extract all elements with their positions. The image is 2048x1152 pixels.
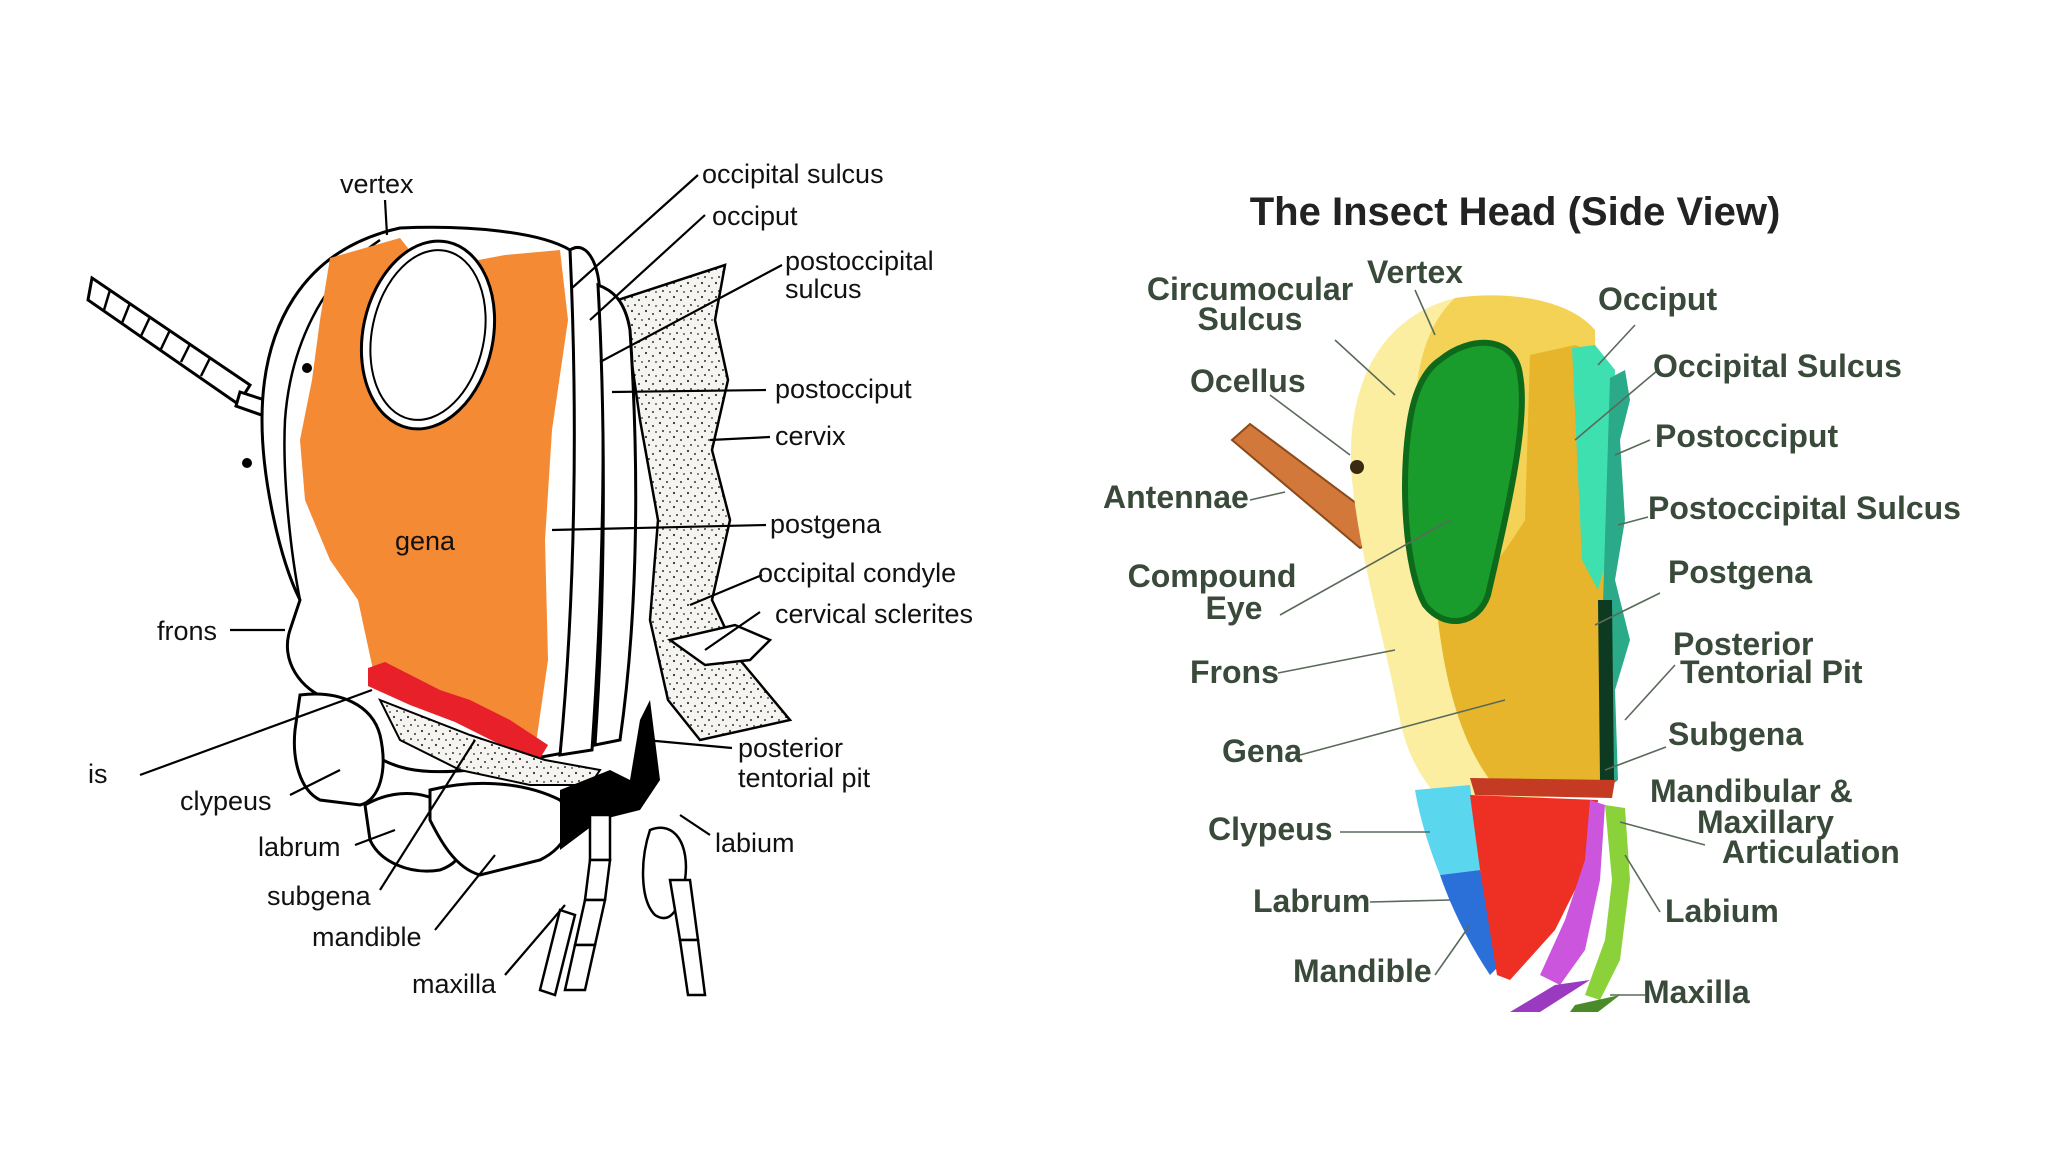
label-labrum: labrum — [258, 832, 341, 862]
left-labels: vertex occipital sulcus occiput postocci… — [88, 159, 973, 999]
clypeus-region-right — [1415, 785, 1480, 875]
label-posterior-tentorial-pit-right-line2: Tentorial Pit — [1680, 654, 1863, 690]
subgena-band-right — [1470, 778, 1615, 798]
labium-region-right — [1585, 805, 1630, 1000]
label-posterior-tentorial-pit-line1: posterior — [738, 733, 843, 763]
label-postoccipital-sulcus-line2: sulcus — [785, 274, 862, 304]
label-postocciput-right: Postocciput — [1655, 418, 1838, 454]
cervix-membrane — [616, 263, 793, 742]
label-mandible: mandible — [312, 922, 422, 952]
cervical-sclerites-shape — [667, 623, 773, 667]
label-compound-eye-line2: Eye — [1206, 590, 1263, 626]
left-leader-lines — [139, 174, 783, 976]
label-gena: gena — [395, 526, 456, 556]
label-gena-right: Gena — [1222, 733, 1302, 769]
label-mandible-right: Mandible — [1293, 953, 1432, 989]
label-occipital-sulcus-right: Occipital Sulcus — [1653, 348, 1902, 384]
label-postgena: postgena — [770, 509, 882, 539]
right-insect-head-diagram: The Insect Head (Side View) — [1103, 190, 1961, 1012]
mandible-region-right — [1470, 795, 1598, 980]
ocellus-dot — [1350, 460, 1364, 474]
subgenal-band — [368, 662, 548, 762]
label-compound-eye-line1: Compound — [1128, 558, 1297, 594]
occiput-region-right — [1572, 345, 1615, 590]
postocciput-band — [593, 282, 638, 747]
label-postoccipital-sulcus-right: Postoccipital Sulcus — [1648, 490, 1961, 526]
label-postgena-right: Postgena — [1668, 554, 1812, 590]
label-maxilla-right: Maxilla — [1643, 974, 1750, 1010]
label-cervix: cervix — [775, 421, 846, 451]
maxilla-palps — [538, 813, 612, 997]
compound-eye-right — [1402, 339, 1525, 624]
label-vertex-right: Vertex — [1367, 254, 1463, 290]
label-frons: frons — [157, 616, 217, 646]
label-postocciput: postocciput — [775, 374, 912, 404]
compound-eye-left — [359, 239, 497, 431]
label-posterior-tentorial-pit-line2: tentorial pit — [738, 763, 871, 793]
label-mandibular-articulation-line1: Mandibular & — [1650, 773, 1853, 809]
label-posterior-tentorial-pit-right-line1: Posterior — [1673, 626, 1813, 662]
label-occiput: occiput — [712, 201, 798, 231]
label-cut-off: is — [88, 759, 108, 789]
label-mandibular-articulation-line3: Articulation — [1722, 834, 1900, 870]
label-clypeus: clypeus — [180, 786, 272, 816]
right-labels: Circumocular Sulcus Vertex Occiput Ocell… — [1103, 254, 1961, 1010]
black-sclerites — [560, 700, 660, 850]
clypeus-shape — [292, 692, 385, 807]
label-ocellus: Ocellus — [1190, 363, 1306, 399]
label-labium: labium — [715, 828, 795, 858]
right-diagram-title: The Insect Head (Side View) — [1250, 190, 1781, 234]
label-circumocular-sulcus-line2: Sulcus — [1198, 301, 1303, 337]
left-insect-head-diagram: vertex occipital sulcus occiput postocci… — [86, 159, 973, 999]
label-circumocular-sulcus-line1: Circumocular — [1147, 271, 1353, 307]
label-antennae: Antennae — [1103, 479, 1249, 515]
right-leader-lines — [1249, 289, 1706, 996]
labium-palps — [641, 826, 707, 997]
label-occipital-condyle: occipital condyle — [758, 558, 956, 588]
label-maxilla: maxilla — [412, 969, 497, 999]
label-subgena-right: Subgena — [1668, 716, 1803, 752]
label-occiput-right: Occiput — [1598, 281, 1717, 317]
label-vertex: vertex — [340, 169, 414, 199]
label-mandibular-articulation-line2: Maxillary — [1697, 804, 1834, 840]
label-postoccipital-sulcus-line1: postoccipital — [785, 246, 934, 276]
maxilla-region-right — [1540, 800, 1605, 985]
posterior-dark-strip — [1598, 600, 1614, 780]
label-cervical-sclerites: cervical sclerites — [775, 599, 973, 629]
label-subgena: subgena — [267, 881, 372, 911]
gena-region-right — [1438, 345, 1610, 780]
label-labium-right: Labium — [1665, 893, 1779, 929]
label-frons-right: Frons — [1190, 654, 1279, 690]
label-clypeus-right: Clypeus — [1208, 811, 1332, 847]
label-labrum-right: Labrum — [1253, 883, 1370, 919]
label-occipital-sulcus: occipital sulcus — [702, 159, 884, 189]
